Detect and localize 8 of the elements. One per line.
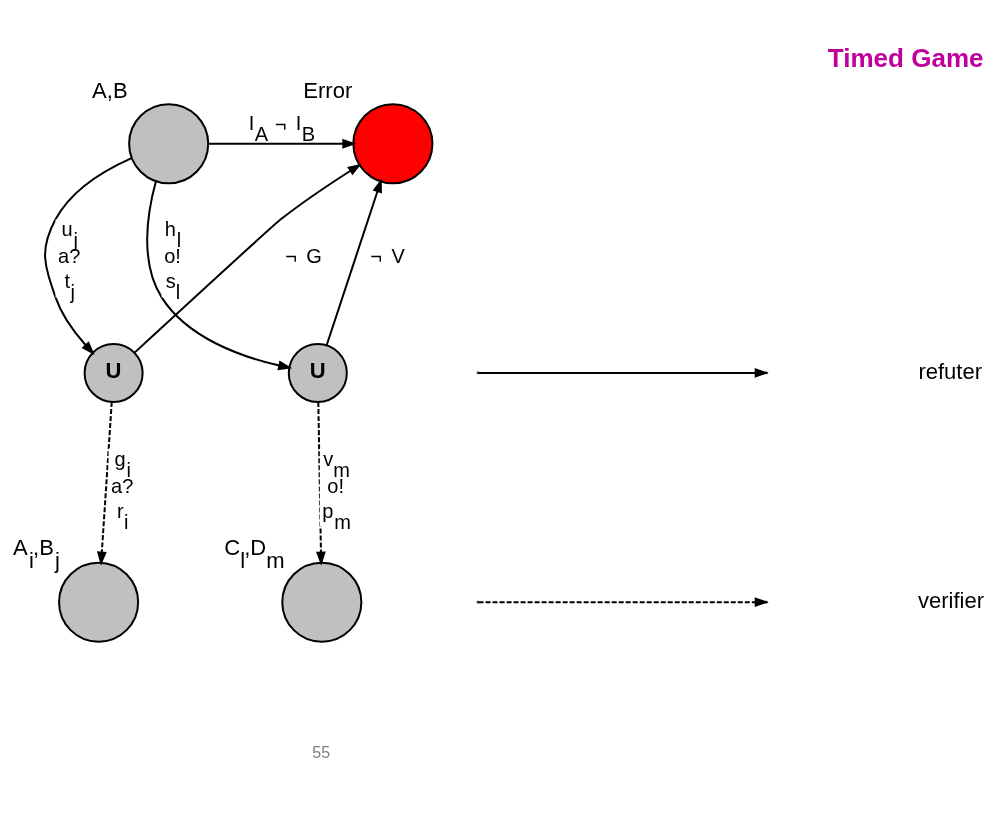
edge-label: ¬ G [284, 244, 322, 267]
legend-label: verifier [917, 587, 984, 613]
label: 55 [311, 743, 330, 761]
node-label: A,B [91, 77, 128, 103]
node-label: Error [302, 77, 352, 103]
legend-label: refuter [917, 358, 982, 384]
edge-label: ¬ V [369, 244, 405, 267]
diagram-title: Timed Game [827, 42, 984, 73]
